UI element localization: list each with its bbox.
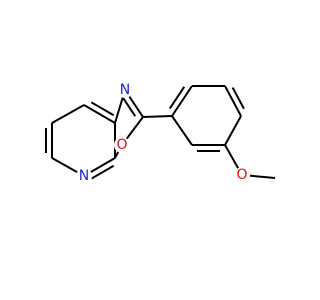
atom-label-nitrogen: N [79, 168, 89, 184]
bond-c12-c7 [171, 115, 193, 146]
bond-c4-c5 [83, 104, 116, 124]
bond-c7-c8-inner [168, 86, 186, 110]
bond-c5-c1 [51, 104, 85, 124]
bond-c7-c8 [171, 85, 193, 117]
bond-lines [45, 85, 276, 180]
molecule-structure: N O N O [45, 82, 276, 184]
atom-label-oxygen: O [116, 137, 127, 153]
atom-labels: N O N O [76, 82, 250, 184]
atom-label-background [234, 167, 250, 183]
bond-n-c3-inner [90, 164, 115, 180]
bond-n-ox-c6-inner [121, 96, 137, 117]
bond-c9-c10-inner [231, 87, 245, 110]
atom-label-background [114, 137, 130, 153]
atom-label-background [76, 168, 92, 184]
bond-c10-c11 [224, 115, 242, 146]
bond-c6-c7 [142, 115, 173, 118]
atom-label-background [117, 82, 133, 98]
bond-c4-c5-inner [90, 101, 115, 117]
bond-c9-c10 [224, 85, 242, 117]
atom-label-oxygen: O [236, 167, 247, 183]
atom-label-nitrogen: N [120, 82, 130, 98]
